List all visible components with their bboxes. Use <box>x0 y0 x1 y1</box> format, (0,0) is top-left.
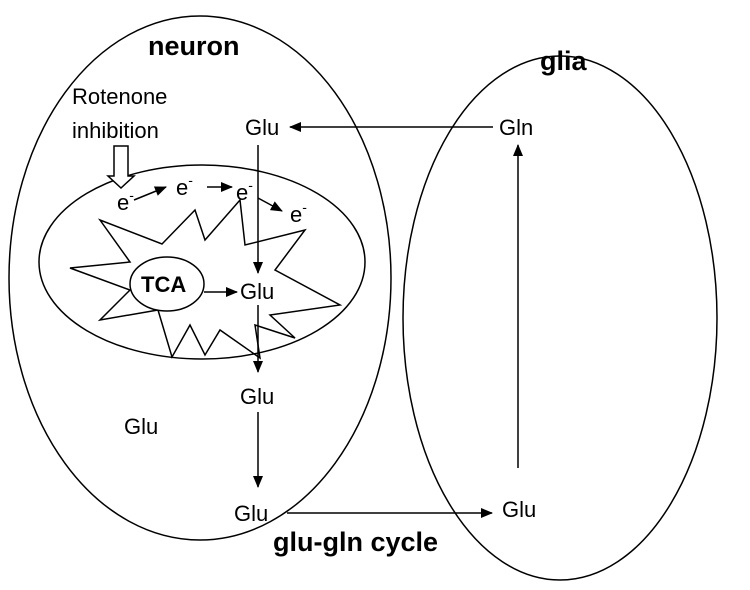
tca-circle <box>129 256 205 312</box>
neuron-cell <box>8 15 392 541</box>
electron-2: e- <box>176 172 193 200</box>
rotenone-label-line1: Rotenone <box>72 84 167 109</box>
electron-arrow-1 <box>133 186 167 201</box>
electron-3: e- <box>236 177 253 205</box>
rotenone-label-line2: inhibition <box>72 118 159 143</box>
electron-1: e- <box>117 187 134 215</box>
tca-label: TCA <box>141 272 186 297</box>
glu-mito-label: Glu <box>240 279 274 304</box>
neuron-label: neuron <box>148 31 240 61</box>
glu-glia-label: Glu <box>502 497 536 522</box>
electron-4: e- <box>290 199 307 227</box>
mitochondrion <box>38 164 366 360</box>
rotenone-block-arrow <box>106 145 136 190</box>
gln-glia-label: Gln <box>499 115 533 140</box>
cycle-label: glu-gln cycle <box>273 527 438 557</box>
electron-arrow-3 <box>257 197 283 212</box>
glia-label: glia <box>540 46 587 76</box>
tca-starburst <box>69 198 343 360</box>
glu-cytosol-label: Glu <box>124 414 158 439</box>
glu-bottom-label: Glu <box>234 501 268 526</box>
glu-mid-label: Glu <box>240 384 274 409</box>
glia-cell <box>402 55 718 581</box>
glu-top-label: Glu <box>245 115 279 140</box>
